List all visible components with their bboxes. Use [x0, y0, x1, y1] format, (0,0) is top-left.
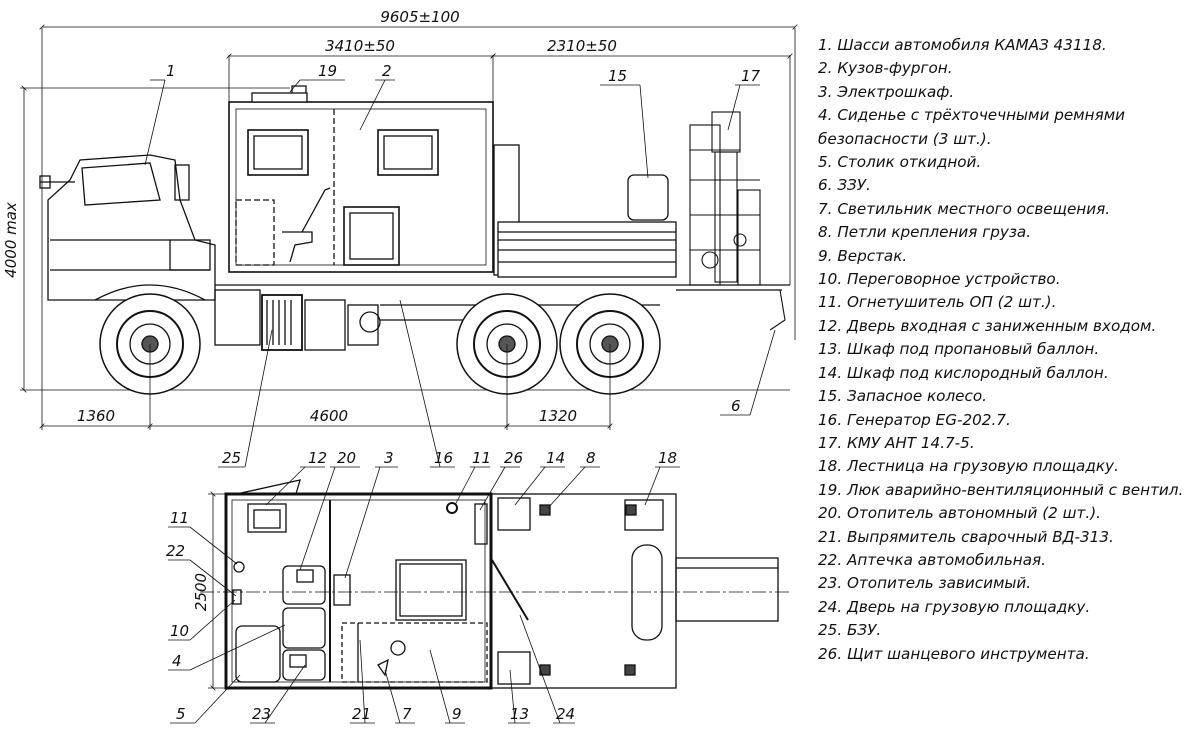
callout-23: 23 [252, 705, 271, 723]
plan-view [168, 466, 790, 724]
legend-item: 18. Лестница на грузовую площадку. [818, 457, 1119, 476]
legend-list: 1. Шасси автомобиля КАМАЗ 43118. 2. Кузо… [818, 34, 1198, 666]
dimension-labels: 9605±100 3410±50 2310±50 4000 max 1360 4… [2, 8, 617, 611]
callout-4: 4 [172, 652, 182, 670]
dim-bogie-base: 1320 [539, 407, 577, 425]
legend-item: 4. Сиденье с трёхточечными ремнями [818, 106, 1126, 125]
callout-12: 12 [308, 449, 327, 467]
callout-16: 16 [434, 449, 453, 467]
callout-11: 11 [170, 509, 189, 527]
callout-26: 26 [504, 449, 523, 467]
legend-item: 25. БЗУ. [818, 621, 882, 640]
cab [39, 154, 216, 301]
callout-3: 3 [384, 449, 394, 467]
callout-17: 17 [741, 67, 761, 85]
callout-1: 1 [166, 62, 176, 80]
callout-14: 14 [546, 449, 565, 467]
callout-9: 9 [452, 705, 462, 723]
callout-20: 20 [337, 449, 356, 467]
callout-19: 19 [318, 62, 337, 80]
crane [689, 111, 786, 331]
dim-platform-length: 2310±50 [547, 37, 617, 55]
legend-item: 13. Шкаф под пропановый баллон. [818, 340, 1100, 359]
dim-body-length: 3410±50 [325, 37, 395, 55]
legend-item: 15. Запасное колесо. [818, 387, 987, 406]
side-leaders [144, 79, 776, 468]
legend-item: 23. Отопитель зависимый. [818, 574, 1032, 593]
callout-22: 22 [166, 542, 185, 560]
legend-item: 19. Люк аварийно-вентиляционный с вентил… [818, 480, 1184, 499]
legend-item: 3. Электрошкаф. [818, 82, 955, 101]
legend-item: 9. Верстак. [818, 246, 908, 265]
dim-overall-length: 9605±100 [380, 8, 459, 26]
legend-item: 8. Петли крепления груза. [818, 223, 1032, 242]
callout-15: 15 [608, 67, 627, 85]
legend-item: 1. Шасси автомобиля КАМАЗ 43118. [818, 36, 1107, 54]
dim-body-width: 2500 [192, 573, 210, 611]
legend-item: 16. Генератор EG-202.7. [818, 410, 1011, 429]
callout-21: 21 [352, 705, 371, 723]
callout-25: 25 [222, 449, 241, 467]
dim-front-overhang: 1360 [77, 407, 115, 425]
legend-item: 5. Столик откидной. [818, 153, 982, 172]
side-dimensions [20, 24, 798, 430]
callout-2: 2 [382, 62, 392, 80]
legend-item: 12. Дверь входная с заниженным входом. [818, 316, 1157, 335]
dim-height: 4000 max [2, 202, 20, 278]
van-body [228, 85, 494, 273]
plan-leaders [168, 466, 680, 724]
legend-item: 6. ЗЗУ. [818, 176, 871, 195]
legend-item: 20. Отопитель автономный (2 шт.). [818, 504, 1101, 523]
callout-10: 10 [170, 622, 189, 640]
legend-item: 10. Переговорное устройство. [818, 270, 1061, 289]
callout-13: 13 [510, 705, 529, 723]
callout-numbers: 1 2 19 15 17 6 25 12 20 3 16 11 26 14 8 … [166, 62, 761, 723]
cargo-platform [497, 174, 782, 291]
legend-item: 14. Шкаф под кислородный баллон. [818, 363, 1109, 382]
callout-11-top: 11 [472, 449, 491, 467]
callout-18: 18 [658, 449, 677, 467]
legend-item: безопасности (3 шт.). [818, 129, 992, 148]
callout-6: 6 [731, 397, 741, 415]
callout-7: 7 [402, 705, 412, 723]
side-view [20, 24, 798, 468]
legend-item: 2. Кузов-фургон. [818, 59, 953, 78]
callout-8: 8 [586, 449, 596, 467]
legend-item: 26. Щит шанцевого инструмента. [818, 644, 1090, 663]
legend-item: 17. КМУ АНТ 14.7-5. [818, 433, 975, 452]
legend-item: 22. Аптечка автомобильная. [818, 550, 1047, 569]
callout-24: 24 [556, 705, 575, 723]
legend-item: 11. Огнетушитель ОП (2 шт.). [818, 293, 1057, 312]
dim-wheelbase: 4600 [310, 407, 348, 425]
legend-item: 24. Дверь на грузовую площадку. [818, 597, 1091, 616]
callout-5: 5 [176, 705, 186, 723]
legend-item: 21. Выпрямитель сварочный ВД-313. [818, 527, 1114, 546]
legend-item: 7. Светильник местного освещения. [818, 199, 1111, 218]
